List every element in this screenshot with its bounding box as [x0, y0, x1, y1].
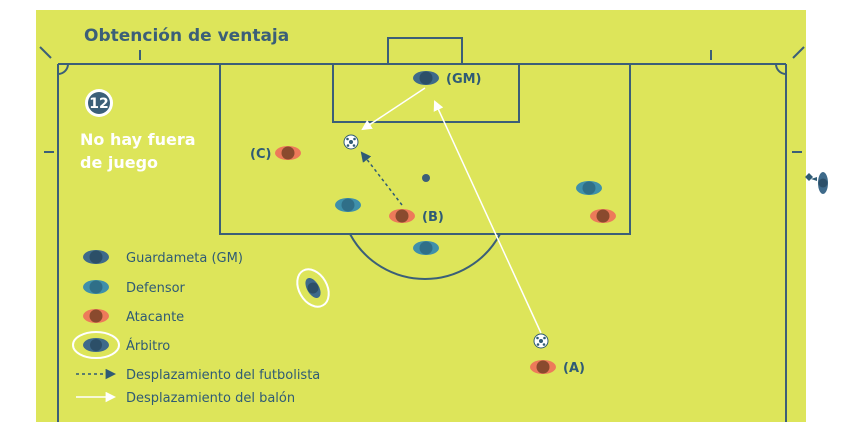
badge-number: 12 — [89, 96, 108, 112]
legend-defender-icon — [83, 280, 109, 294]
legend-attacker-label: Atacante — [126, 310, 184, 325]
attacker-a-label: (A) — [563, 361, 585, 376]
legend-attacker-icon — [83, 309, 109, 323]
defender-player-2 — [413, 241, 439, 255]
ball-pass-arrow-a-to-gk — [433, 100, 542, 334]
attacker-player-right — [590, 209, 616, 223]
legend-goalkeeper-label: Guardameta (GM) — [126, 251, 243, 266]
diagram-title: Obtención de ventaja — [84, 26, 289, 46]
legend-referee-label: Árbitro — [126, 338, 170, 354]
rule-note-line1: No hay fuera — [80, 130, 196, 149]
referee-on-pitch — [296, 268, 330, 308]
goalkeeper-player — [413, 71, 439, 85]
badge-inner — [88, 92, 110, 114]
attacker-b-label: (B) — [422, 210, 444, 225]
pitch-lines — [39, 37, 805, 422]
legend: Guardameta (GM) Defensor Atacante Árbitr… — [72, 250, 320, 406]
legend-ball-movement-label: Desplazamiento del balón — [126, 391, 295, 406]
goalkeeper-label: (GM) — [446, 72, 482, 87]
attacker-c-label: (C) — [250, 147, 271, 162]
player-run-arrow-b — [360, 151, 403, 206]
attacker-b-player — [389, 209, 415, 223]
ball-pass-arrow-gk-to-ball — [361, 87, 426, 131]
attacker-c-player — [275, 146, 301, 160]
defender-player-3 — [576, 181, 602, 195]
defender-player-1 — [335, 198, 361, 212]
legend-player-movement-label: Desplazamiento del futbolista — [126, 368, 320, 383]
ball-icon-start — [533, 333, 549, 349]
attacker-a-player — [530, 360, 556, 374]
ball-icon — [343, 134, 359, 150]
legend-goalkeeper-icon — [83, 250, 109, 264]
assistant-referee — [805, 172, 828, 194]
legend-referee-icon — [72, 331, 120, 359]
rule-note-line2: de juego — [80, 153, 158, 172]
legend-defender-label: Defensor — [126, 281, 186, 296]
penalty-spot — [422, 174, 430, 182]
